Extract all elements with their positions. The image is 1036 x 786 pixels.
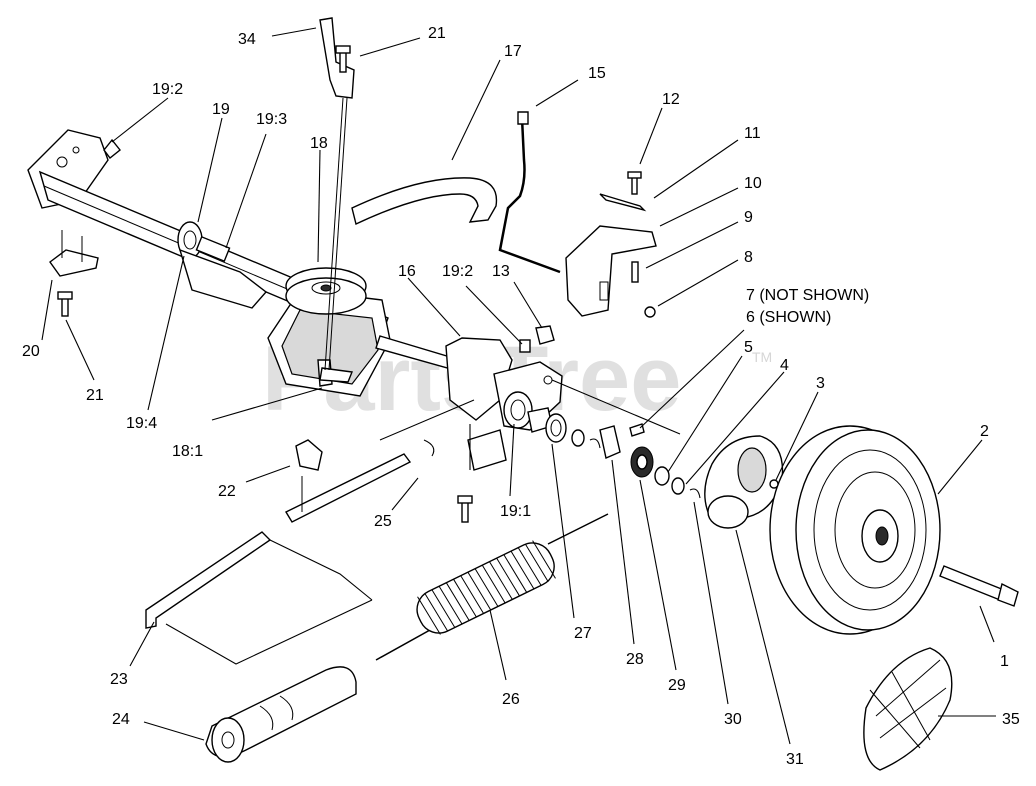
callout-19-2-mid: 19:2	[442, 263, 473, 280]
pawl-28	[599, 425, 621, 459]
callout-5: 5	[744, 339, 753, 356]
idler-bracket-assembly	[565, 171, 657, 318]
bolt-21	[61, 297, 69, 317]
screw-9	[631, 261, 639, 283]
wheel-bolt	[939, 565, 1019, 607]
callout-4: 4	[780, 357, 789, 374]
idler-bracket	[565, 225, 657, 317]
grease-fitting-19-2	[519, 339, 531, 353]
callout-20: 20	[22, 343, 40, 360]
callout-19-1: 19:1	[500, 503, 531, 520]
grease-fitting	[103, 138, 121, 159]
nut-8	[644, 306, 656, 318]
handle-grip	[205, 666, 357, 763]
clip-25	[423, 439, 435, 457]
callout-21-top: 21	[428, 25, 446, 42]
spring-clip	[599, 193, 647, 212]
left-bracket-assembly	[49, 230, 99, 317]
callout-25: 25	[374, 513, 392, 530]
callout-8: 8	[744, 249, 753, 266]
wheel-drive-stack	[527, 407, 701, 499]
extension-spring	[375, 513, 609, 661]
callout-3: 3	[816, 375, 825, 392]
clip-30	[689, 488, 701, 499]
wheel	[769, 425, 941, 635]
callout-1: 1	[1000, 653, 1009, 670]
callout-26: 26	[502, 691, 520, 708]
washer-4	[671, 477, 685, 495]
callout-13: 13	[492, 263, 510, 280]
washer-3	[769, 479, 779, 489]
callout-labels: 34 21 17 15 12 11 10 9 8 7 (NOT SHOWN) 6…	[22, 25, 1020, 768]
callout-22: 22	[218, 483, 236, 500]
washer-27	[545, 413, 567, 443]
callout-28: 28	[626, 651, 644, 668]
callout-27: 27	[574, 625, 592, 642]
callout-34: 34	[238, 31, 256, 48]
callout-18: 18	[310, 135, 328, 152]
axle-sleeve	[195, 235, 231, 263]
shift-rod	[324, 97, 344, 371]
callout-6: 6 (SHOWN)	[746, 309, 831, 326]
callout-31: 31	[786, 751, 804, 768]
transmission-assembly	[267, 267, 481, 397]
watermark-trademark: TM	[752, 349, 772, 365]
bolt-21-top	[339, 51, 347, 73]
callout-9: 9	[744, 209, 753, 226]
callout-21-left: 21	[86, 387, 104, 404]
control-cable	[498, 111, 561, 274]
cable-end	[517, 111, 529, 125]
callout-7: 7 (NOT SHOWN)	[746, 287, 869, 304]
callout-17: 17	[504, 43, 522, 60]
callout-10: 10	[744, 175, 762, 192]
washer-5	[654, 466, 670, 486]
lower-bracket	[467, 429, 507, 471]
drive-belt	[351, 177, 498, 225]
callout-19-4: 19:4	[126, 415, 157, 432]
wheel-gear-cover	[704, 435, 784, 529]
callout-19-2-left: 19:2	[152, 81, 183, 98]
lift-rod	[285, 453, 412, 523]
leader-lines	[41, 27, 996, 745]
callout-23: 23	[110, 671, 128, 688]
bolt-lower	[461, 501, 469, 523]
callout-19: 19	[212, 101, 230, 118]
callout-24: 24	[112, 711, 130, 728]
pin-22	[295, 439, 323, 471]
handle-rod	[145, 531, 272, 629]
snap-ring	[589, 438, 601, 449]
axle-bracket	[178, 248, 268, 309]
callout-30: 30	[724, 711, 742, 728]
callout-19-3: 19:3	[256, 111, 287, 128]
clip-bracket	[49, 249, 99, 277]
callout-18-1: 18:1	[172, 443, 203, 460]
callout-11: 11	[744, 125, 761, 142]
nut-13	[535, 325, 555, 345]
callout-16: 16	[398, 263, 416, 280]
transmission-tab	[319, 367, 353, 383]
small-washer	[571, 429, 585, 447]
lift-rod-assembly	[285, 439, 435, 523]
shift-lever-assembly	[319, 17, 355, 371]
callout-29: 29	[668, 677, 686, 694]
shift-lever	[319, 17, 355, 99]
hub-cap	[863, 647, 953, 771]
callout-35: 35	[1002, 711, 1020, 728]
cover-bearing	[503, 391, 533, 429]
callout-2: 2	[980, 423, 989, 440]
gear-housing-assembly	[445, 325, 563, 523]
callout-12: 12	[662, 91, 680, 108]
callout-15: 15	[588, 65, 606, 82]
